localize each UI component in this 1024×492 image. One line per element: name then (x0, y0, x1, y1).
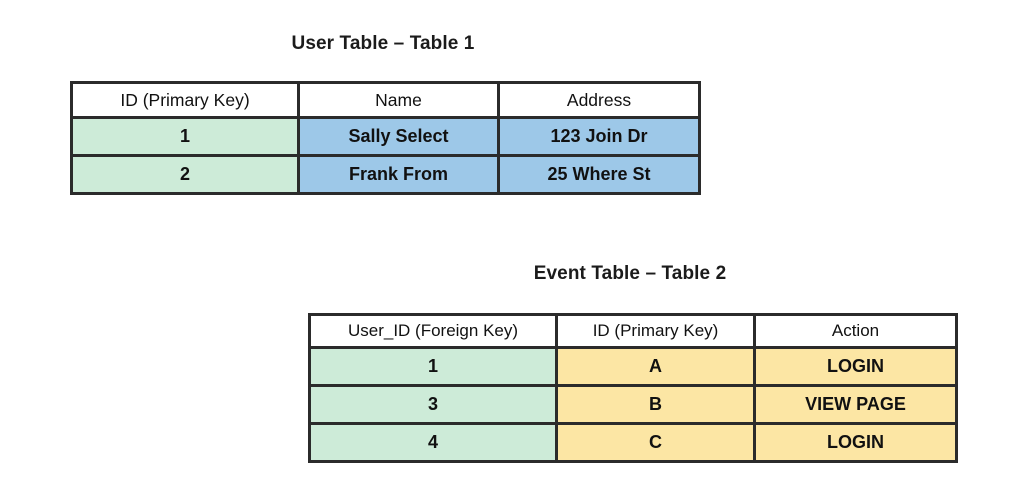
user-table: ID (Primary Key) Name Address 1 Sally Se… (70, 81, 701, 195)
table-row: 1 A LOGIN (308, 346, 958, 387)
event-table-cell-action: LOGIN (753, 422, 958, 463)
event-table-title: Event Table – Table 2 (533, 263, 727, 284)
event-table-cell-id: A (555, 346, 756, 387)
user-table-cell-address: 123 Join Dr (497, 116, 701, 157)
event-table-header-id: ID (Primary Key) (555, 313, 756, 349)
table-row: 4 C LOGIN (308, 422, 958, 463)
user-table-cell-name: Frank From (297, 154, 500, 195)
table-row: 2 Frank From 25 Where St (70, 154, 701, 195)
user-table-title: User Table – Table 1 (291, 33, 475, 54)
user-table-cell-id: 2 (70, 154, 300, 195)
table-row: 3 B VIEW PAGE (308, 384, 958, 425)
table-row: 1 Sally Select 123 Join Dr (70, 116, 701, 157)
event-table: User_ID (Foreign Key) ID (Primary Key) A… (308, 313, 958, 463)
event-table-cell-user-id: 4 (308, 422, 558, 463)
user-table-cell-name: Sally Select (297, 116, 500, 157)
table-header-row: ID (Primary Key) Name Address (70, 81, 701, 119)
table-header-row: User_ID (Foreign Key) ID (Primary Key) A… (308, 313, 958, 349)
event-table-header-user-id: User_ID (Foreign Key) (308, 313, 558, 349)
event-table-cell-id: B (555, 384, 756, 425)
event-table-cell-action: LOGIN (753, 346, 958, 387)
user-table-cell-id: 1 (70, 116, 300, 157)
event-table-cell-action: VIEW PAGE (753, 384, 958, 425)
user-table-cell-address: 25 Where St (497, 154, 701, 195)
user-table-header-address: Address (497, 81, 701, 119)
user-table-header-name: Name (297, 81, 500, 119)
event-table-header-action: Action (753, 313, 958, 349)
event-table-cell-user-id: 1 (308, 346, 558, 387)
user-table-header-id: ID (Primary Key) (70, 81, 300, 119)
event-table-cell-user-id: 3 (308, 384, 558, 425)
event-table-cell-id: C (555, 422, 756, 463)
